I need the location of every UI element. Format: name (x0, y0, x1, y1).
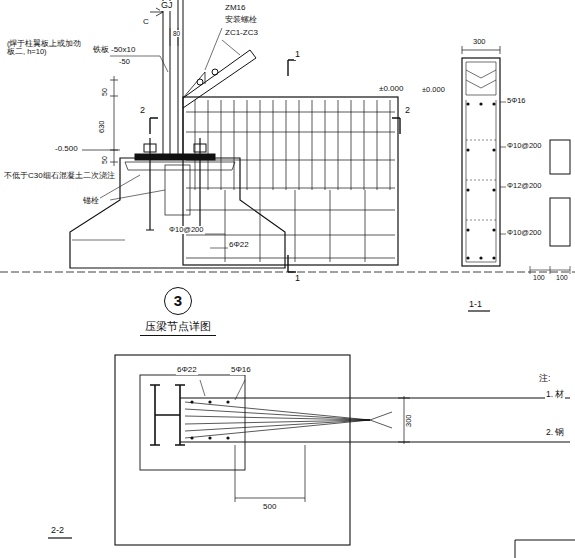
drawing-label: 1. 材 (545, 390, 565, 399)
drawing-label: 2 (139, 106, 146, 116)
drawing-label: 5Φ16 (506, 97, 527, 105)
section-mark (150, 60, 400, 272)
drawing-label: -0.500 (54, 145, 79, 154)
detail-number: 3 (164, 287, 192, 315)
drawing-label: 注: (538, 374, 551, 383)
drawing-label: (焊于柱翼板上或加劲板二, h=10) (6, 40, 90, 57)
drawing-label: 2-2 (50, 526, 65, 536)
drawing-label: Φ10@200 (506, 229, 542, 237)
detail-title: 压梁节点详图 (140, 319, 216, 336)
drawing-label: 6Φ22 (176, 366, 198, 375)
foundation (0, 138, 575, 272)
drawing-label: 300 (472, 38, 487, 46)
drawing-label: 5Φ16 (230, 366, 252, 375)
section-2-2 (48, 355, 575, 558)
section-1-1 (462, 46, 570, 311)
steel-column (150, 0, 183, 155)
drawing-label: 80 (172, 30, 181, 37)
bracket (170, 28, 256, 108)
drawing-label: Φ10@200 (506, 142, 542, 150)
drawing-label: 1 (294, 50, 301, 60)
leader-line (110, 56, 168, 72)
detail-callout: 3 压梁节点详图 (140, 287, 216, 336)
drawing-label: 不低于C30细石混凝土二次浇注 (3, 172, 116, 181)
drawing-label: 300 (405, 413, 413, 428)
drawing-label: 2 (404, 106, 411, 116)
drawing-label: 500 (262, 503, 277, 512)
drawing-label: ZM16 (224, 4, 246, 13)
drawing-label: Φ10@200 (168, 226, 204, 234)
drawing-label: GJ (160, 1, 174, 11)
drawing-label: 锚栓 (82, 197, 100, 206)
drawing-label: C (142, 18, 150, 27)
drawing-label: 50 (101, 87, 109, 97)
drawing-label: 630 (98, 119, 106, 134)
drawing-label: 2. 钢 (545, 428, 565, 437)
drawing-label: 安装螺栓 (224, 16, 258, 25)
dimension-line (82, 76, 120, 166)
drawing-label: 1-1 (468, 300, 483, 310)
drawing-label: 铁板 (92, 46, 110, 55)
drawing-label: 50 (101, 155, 109, 165)
drawing-label: Φ12@200 (506, 182, 542, 190)
drawing-label: -50x10 (110, 46, 136, 55)
drawing-label: ±0.000 (421, 86, 446, 94)
pressure-beam (183, 97, 398, 265)
drawing-label: 6Φ22 (228, 241, 250, 250)
beam-rebar-grid (186, 100, 395, 262)
drawing-label: ZC1-ZC3 (224, 29, 259, 38)
drawing-label: ±0.000 (378, 85, 404, 94)
drawing-label: 100 (555, 274, 569, 282)
drawing-label: -50 (118, 58, 131, 66)
drawing-label: 1 (294, 274, 301, 284)
drawing-label: 100 (532, 274, 546, 282)
